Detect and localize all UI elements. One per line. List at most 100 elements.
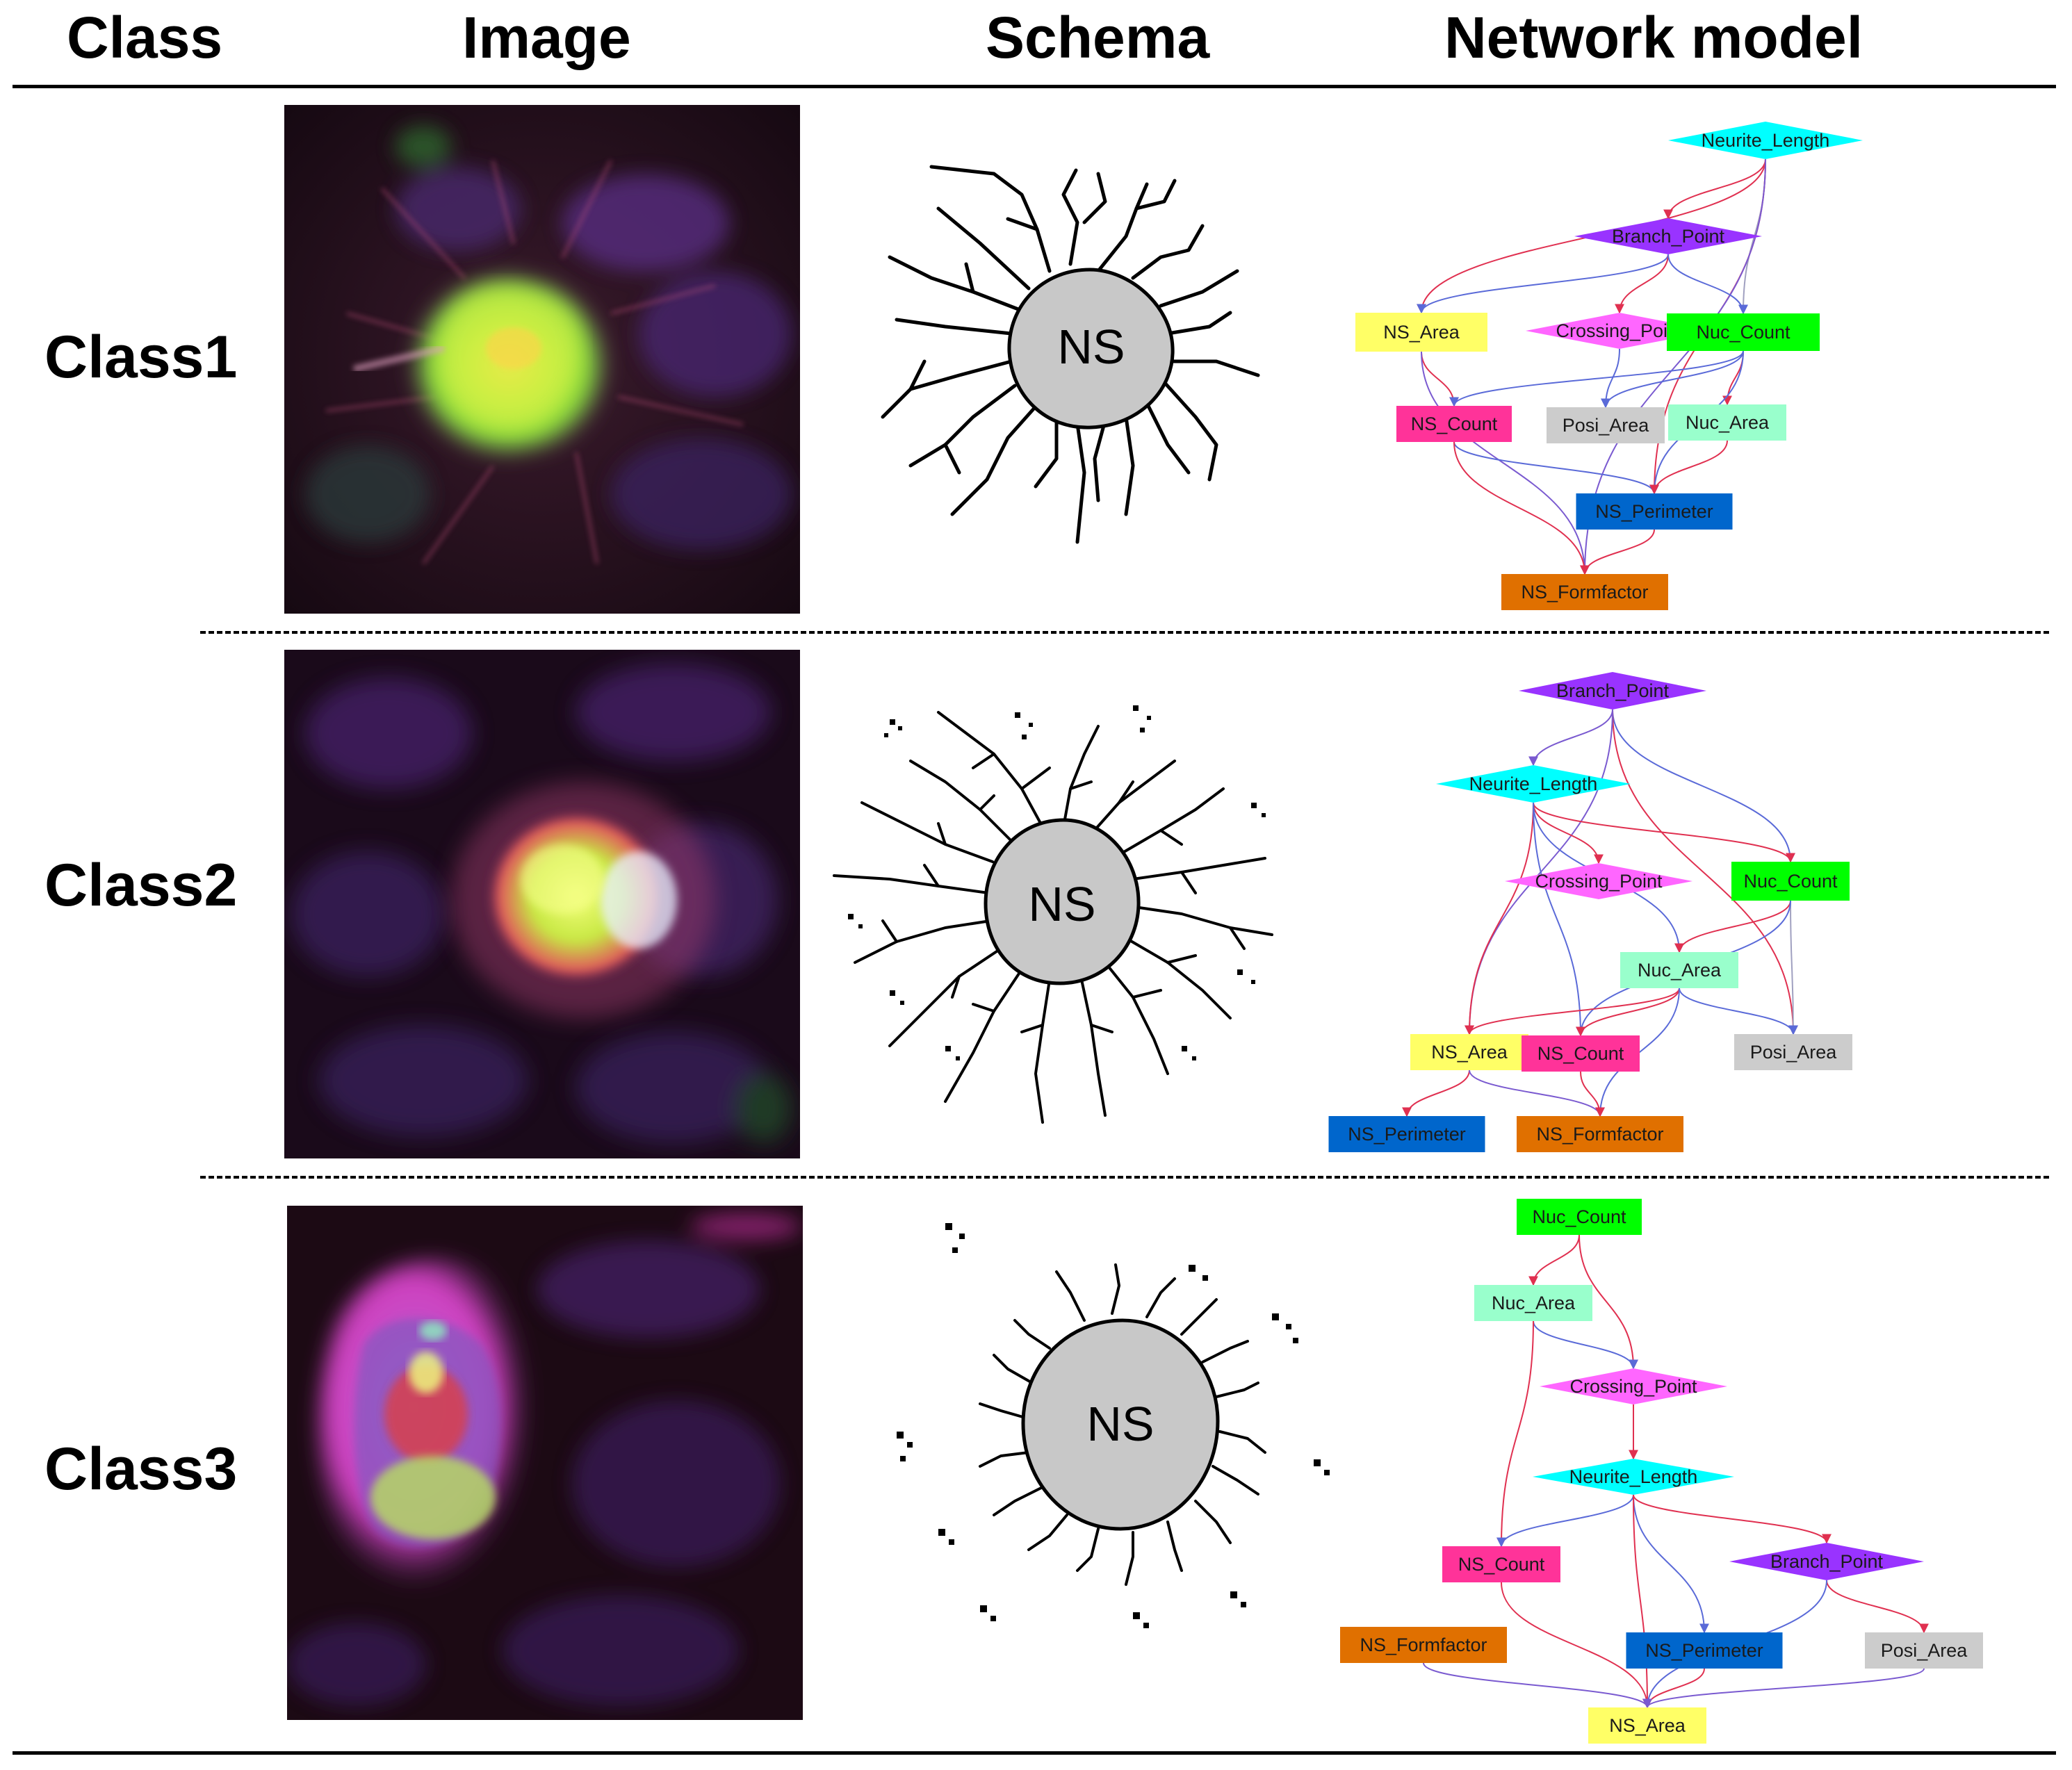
- svg-text:Posi_Area: Posi_Area: [1750, 1042, 1838, 1063]
- edge-neurite_length-to-ns_area: [1633, 1494, 1652, 1709]
- row-divider-2: [200, 1176, 2049, 1179]
- svg-text:NS_Area: NS_Area: [1431, 1042, 1508, 1063]
- edge-ns_formfactor-to-ns_area: [1423, 1662, 1652, 1709]
- node-posi-area: Posi_Area: [1865, 1632, 1983, 1669]
- edge-branch_point-to-posi_area: [1612, 709, 1798, 1035]
- node-branch-point: Branch_Point: [1519, 672, 1706, 710]
- edge-neurite_length-to-ns_area: [1465, 802, 1534, 1035]
- edge-branch_point-to-nuc_count: [1667, 254, 1748, 315]
- header-class: Class: [67, 5, 223, 70]
- node-branch-point: Branch_Point: [1574, 218, 1762, 254]
- node-nuc-area: Nuc_Area: [1668, 404, 1786, 441]
- edge-neurite_length-to-ns_perimeter: [1633, 1494, 1709, 1634]
- svg-text:Posi_Area: Posi_Area: [1881, 1640, 1968, 1661]
- svg-text:Crossing_Point: Crossing_Point: [1535, 871, 1663, 892]
- bottom-rule: [13, 1751, 2056, 1755]
- svg-text:NS_Area: NS_Area: [1383, 322, 1460, 343]
- microscopy-image-class1: [284, 105, 800, 614]
- svg-text:NS_Formfactor: NS_Formfactor: [1521, 582, 1648, 603]
- edge-neurite_length-to-branch_point: [1633, 1494, 1832, 1544]
- edge-neurite_length-to-nuc_count: [1533, 802, 1795, 863]
- node-nuc-count: Nuc_Count: [1667, 313, 1820, 351]
- edge-branch_point-to-crossing_point: [1615, 254, 1669, 314]
- schema-class2: NS: [806, 685, 1307, 1143]
- svg-text:NS_Perimeter: NS_Perimeter: [1348, 1124, 1466, 1145]
- header-image: Image: [462, 5, 631, 70]
- node-nuc-area: Nuc_Area: [1620, 952, 1738, 988]
- node-crossing-point: Crossing_Point: [1526, 313, 1713, 349]
- edge-nuc_area-to-ns_area: [1465, 988, 1680, 1035]
- microscopy-image-class2: [284, 650, 800, 1158]
- edge-nuc_count-to-posi_area: [1601, 350, 1744, 409]
- edge-nuc_area-to-ns_perimeter: [1649, 440, 1728, 495]
- edge-branch_point-to-posi_area: [1826, 1580, 1929, 1634]
- edge-nuc_area-to-ns_count: [1576, 988, 1680, 1037]
- edge-neurite_length-to-branch_point: [1663, 158, 1766, 220]
- node-neurite-length: Neurite_Length: [1436, 765, 1631, 803]
- node-ns-formfactor: NS_Formfactor: [1501, 574, 1668, 610]
- node-ns-area: NS_Area: [1588, 1707, 1706, 1744]
- node-ns-count: NS_Count: [1522, 1035, 1640, 1072]
- svg-text:Neurite_Length: Neurite_Length: [1702, 130, 1830, 151]
- node-ns-perimeter: NS_Perimeter: [1328, 1116, 1485, 1152]
- edge-nuc_count-to-ns_count: [1449, 350, 1744, 407]
- edge-nuc_count-to-nuc_area: [1674, 900, 1791, 953]
- node-neurite-length: Neurite_Length: [1533, 1459, 1734, 1495]
- svg-text:Nuc_Count: Nuc_Count: [1696, 322, 1790, 343]
- svg-text:Branch_Point: Branch_Point: [1770, 1551, 1884, 1572]
- svg-text:Branch_Point: Branch_Point: [1612, 226, 1725, 247]
- edge-ns_area-to-ns_perimeter: [1402, 1070, 1470, 1117]
- node-nuc-count: Nuc_Count: [1731, 862, 1850, 901]
- edge-ns_count-to-ns_formfactor: [1580, 1071, 1605, 1117]
- edge-neurite_length-to-ns_count: [1533, 802, 1585, 1037]
- node-crossing-point: Crossing_Point: [1540, 1368, 1727, 1404]
- node-crossing-point: Crossing_Point: [1505, 863, 1692, 899]
- edge-branch_point-to-ns_area: [1417, 254, 1669, 314]
- node-neurite-length: Neurite_Length: [1668, 122, 1863, 159]
- svg-text:Crossing_Point: Crossing_Point: [1569, 1376, 1697, 1397]
- row-label-class3: Class3: [44, 1436, 238, 1502]
- node-ns-formfactor: NS_Formfactor: [1340, 1627, 1507, 1663]
- node-ns-count: NS_Count: [1396, 406, 1512, 442]
- svg-text:Neurite_Length: Neurite_Length: [1469, 773, 1598, 794]
- edge-nuc_count-to-posi_area: [1788, 900, 1798, 1035]
- edge-ns_area-to-ns_formfactor: [1469, 1070, 1605, 1117]
- node-ns-area: NS_Area: [1410, 1034, 1528, 1070]
- node-posi-area: Posi_Area: [1547, 407, 1665, 443]
- svg-text:NS_Formfactor: NS_Formfactor: [1536, 1124, 1663, 1145]
- edge-ns_area-to-ns_count: [1421, 351, 1459, 407]
- edge-nuc_count-to-nuc_area: [1528, 1234, 1580, 1286]
- edge-nuc_area-to-crossing_point: [1533, 1320, 1638, 1370]
- edge-nuc_count-to-nuc_area: [1722, 350, 1744, 406]
- svg-text:NS_Formfactor: NS_Formfactor: [1360, 1634, 1487, 1655]
- node-posi-area: Posi_Area: [1734, 1034, 1852, 1070]
- svg-text:NS_Perimeter: NS_Perimeter: [1595, 501, 1713, 522]
- svg-text:NS_Count: NS_Count: [1458, 1554, 1545, 1575]
- svg-text:Nuc_Area: Nuc_Area: [1492, 1293, 1576, 1313]
- node-ns-perimeter: NS_Perimeter: [1576, 493, 1733, 530]
- svg-text:NS_Perimeter: NS_Perimeter: [1645, 1640, 1763, 1661]
- node-ns-formfactor: NS_Formfactor: [1517, 1116, 1683, 1152]
- node-nuc-count: Nuc_Count: [1517, 1199, 1642, 1235]
- edge-neurite_length-to-ns_count: [1496, 1494, 1634, 1548]
- edge-ns_area-to-ns_formfactor: [1421, 351, 1590, 575]
- svg-text:Branch_Point: Branch_Point: [1556, 680, 1670, 701]
- svg-text:NS_Area: NS_Area: [1609, 1715, 1686, 1736]
- row-label-class2: Class2: [44, 852, 238, 919]
- svg-text:Nuc_Count: Nuc_Count: [1532, 1206, 1626, 1227]
- schema-class1: NS: [855, 153, 1300, 570]
- node-ns-perimeter: NS_Perimeter: [1626, 1632, 1783, 1669]
- edge-ns_perimeter-to-ns_formfactor: [1580, 529, 1655, 575]
- svg-text:Neurite_Length: Neurite_Length: [1569, 1466, 1698, 1487]
- node-nuc-area: Nuc_Area: [1474, 1285, 1592, 1321]
- schema-ns-label-class1: NS: [1057, 320, 1125, 374]
- node-branch-point: Branch_Point: [1729, 1543, 1924, 1580]
- svg-text:Nuc_Count: Nuc_Count: [1743, 871, 1838, 892]
- header-network-model: Network model: [1444, 5, 1863, 70]
- schema-ns-label-class3: NS: [1086, 1397, 1154, 1451]
- edge-posi_area-to-ns_area: [1642, 1668, 1925, 1709]
- edge-neurite_length-to-crossing_point: [1533, 802, 1604, 864]
- svg-text:Posi_Area: Posi_Area: [1563, 415, 1650, 436]
